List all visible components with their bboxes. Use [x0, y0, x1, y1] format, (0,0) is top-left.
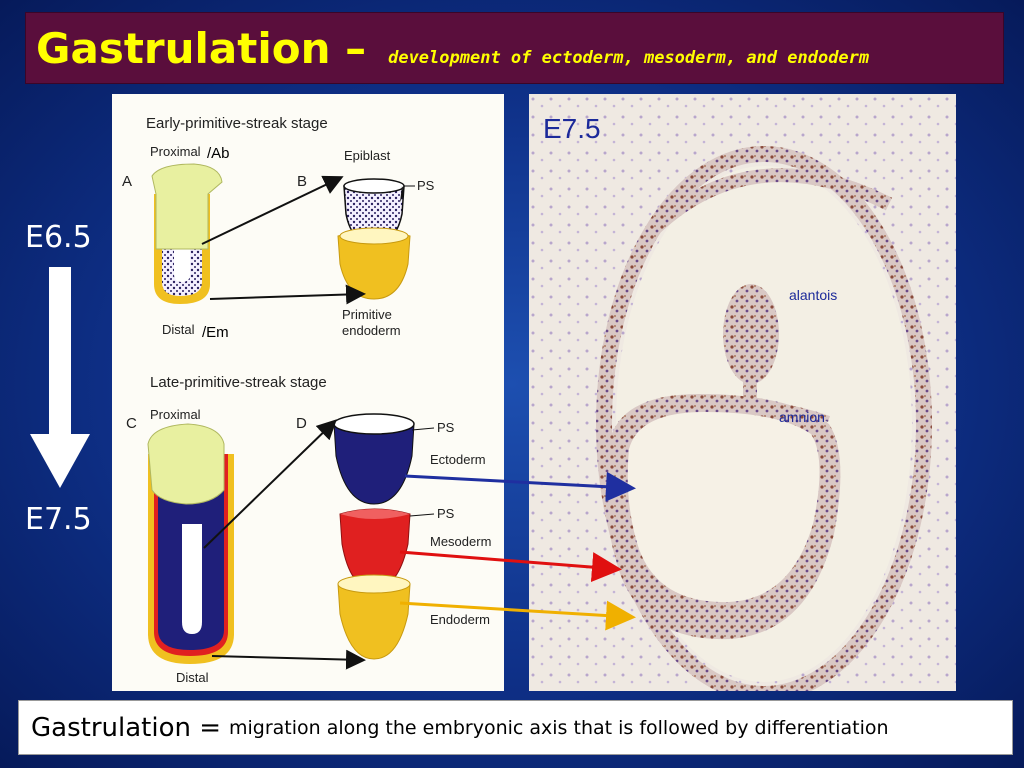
panel-c-label: C	[126, 415, 137, 432]
alantois-label: alantois	[789, 287, 837, 303]
diagram-panel: Early-primitive-streak stage A Proximal …	[112, 94, 504, 691]
arrow-ectoderm-to-tissue	[404, 471, 636, 502]
arrow-ectoderm	[203, 419, 337, 549]
timeline-arrow	[30, 267, 90, 488]
endoderm-label: Endoderm	[430, 612, 490, 627]
ab-label: /Ab	[207, 145, 230, 162]
primitive-endoderm-label-2: endoderm	[342, 323, 401, 338]
late-stage-heading: Late-primitive-streak stage	[150, 374, 327, 391]
histology-stage-label: E7.5	[543, 113, 601, 144]
caption-box: Gastrulation = migration along the embry…	[18, 700, 1013, 755]
primitive-endoderm-rim	[339, 227, 409, 245]
slide-subtitle: development of ectoderm, mesoderm, and e…	[388, 48, 870, 68]
proximal-label-a: Proximal	[150, 144, 201, 159]
chorion	[644, 168, 893, 239]
panel-d-label: D	[296, 415, 307, 432]
panel-a-label: A	[122, 173, 132, 190]
arrow-primitive-endoderm	[209, 284, 366, 305]
ectoderm-label: Ectoderm	[430, 452, 486, 467]
title-bar: Gastrulation – development of ectoderm, …	[25, 12, 1004, 84]
endoderm-rim	[337, 574, 411, 594]
ps-label-d1: PS	[437, 420, 455, 435]
outer-membrane	[596, 146, 932, 691]
embryo-a-cavity	[174, 244, 190, 282]
amniotic-cavity	[627, 412, 820, 603]
allantois	[723, 284, 779, 384]
arrow-endoderm	[211, 649, 366, 670]
proximal-label-c: Proximal	[150, 407, 201, 422]
panel-b-label: B	[297, 173, 307, 190]
caption-title: Gastrulation =	[31, 712, 221, 743]
embryo-c-cavity	[182, 524, 202, 634]
caption-text: migration along the embryonic axis that …	[229, 716, 889, 739]
ps-leader-d1	[411, 427, 435, 431]
timeline-start-label: E6.5	[25, 220, 92, 255]
histology-image: E7.5 alantois amnion	[529, 94, 956, 691]
early-stage-heading: Early-primitive-streak stage	[146, 115, 328, 132]
embryo-a-extraembryonic	[151, 163, 223, 250]
ps-marker-b	[400, 186, 404, 202]
timeline-end-label: E7.5	[25, 502, 92, 537]
arrow-epiblast	[201, 175, 344, 245]
amnion-label: amnion	[779, 409, 825, 425]
embryo-c-extraembryonic	[147, 423, 225, 505]
distal-label-c: Distal	[176, 670, 209, 685]
mesoderm-label: Mesoderm	[430, 534, 491, 549]
epiblast-label: Epiblast	[344, 148, 391, 163]
mesoderm-rim	[340, 509, 410, 519]
slide-title: Gastrulation –	[36, 24, 367, 73]
allantois-stalk	[743, 374, 757, 399]
histology-panel: E7.5 alantois amnion	[529, 94, 956, 691]
gastrulation-diagram: Early-primitive-streak stage A Proximal …	[122, 115, 491, 685]
ps-label-d2: PS	[437, 506, 455, 521]
arrow-endoderm-to-tissue	[399, 600, 636, 631]
em-label: /Em	[202, 324, 229, 341]
primitive-endoderm-label-1: Primitive	[342, 307, 392, 322]
distal-label-a: Distal	[162, 322, 195, 337]
arrow-mesoderm-to-tissue	[399, 550, 622, 583]
ps-label-b: PS	[417, 178, 435, 193]
ps-leader-d2	[409, 513, 435, 517]
